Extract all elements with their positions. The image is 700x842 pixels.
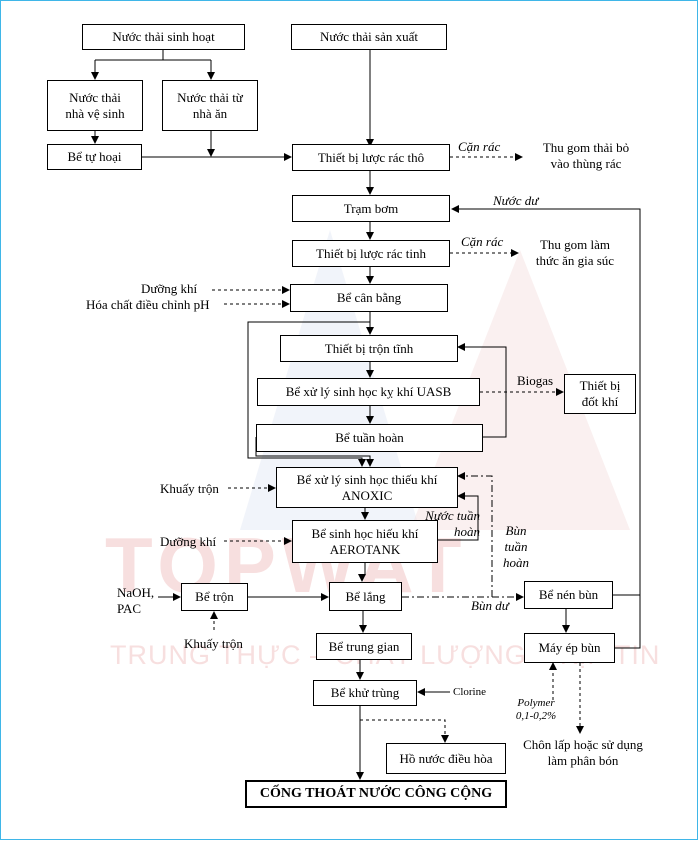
- box-be-uasb: Bể xử lý sinh học kỵ khí UASB: [257, 378, 480, 406]
- label-can-rac-1: Cặn rác: [458, 139, 501, 154]
- label-can-rac-2: Cặn rác: [461, 234, 504, 249]
- box-be-aerotank: Bể sinh học hiếu khí AEROTANK: [292, 520, 438, 563]
- box-may-ep-bun: Máy ép bùn: [524, 633, 615, 663]
- label-khuay-tron-1: Khuấy trộn: [160, 481, 219, 496]
- box-tram-bom: Trạm bơm: [292, 195, 450, 222]
- box-nuoc-thai-nha-ve-sinh: Nước thải nhà vệ sinh: [47, 80, 143, 131]
- box-cong-thoat-nuoc: CỐNG THOÁT NƯỚC CÔNG CỘNG: [245, 780, 507, 808]
- label-chon-lap-phan-bon: Chôn lấp hoặc sử dụng làm phân bón: [523, 737, 643, 768]
- box-thiet-bi-tron-tinh: Thiết bị trộn tĩnh: [280, 335, 458, 362]
- box-be-nen-bun: Bể nén bùn: [524, 581, 613, 609]
- box-thiet-bi-luoc-rac-tinh: Thiết bị lược rác tinh: [292, 240, 450, 267]
- box-be-anoxic: Bể xử lý sinh học thiếu khí ANOXIC: [276, 467, 458, 508]
- label-naoh-pac: NaOH, PAC: [117, 585, 155, 616]
- box-be-khu-trung: Bể khử trùng: [313, 680, 417, 706]
- label-biogas: Biogas: [517, 373, 554, 388]
- box-nuoc-thai-sinh-hoat: Nước thải sinh hoạt: [82, 24, 245, 50]
- dashed-connector: [360, 719, 449, 743]
- box-nuoc-thai-nha-an: Nước thải từ nhà ăn: [162, 80, 258, 131]
- connector: [358, 563, 366, 582]
- box-ho-nuoc-dieu-hoa: Hồ nước điều hòa: [386, 743, 506, 774]
- label-polymer: Polymer 0,1-0,2%: [515, 697, 557, 722]
- box-be-lang: Bể lắng: [329, 582, 402, 611]
- label-hoa-chat-ph: Hóa chất điều chỉnh pH: [86, 297, 210, 312]
- box-nuoc-thai-san-xuat: Nước thải sản xuất: [291, 24, 447, 50]
- label-duong-khi-1: Dưỡng khí: [141, 281, 198, 296]
- label-thu-gom-thai-bo: Thu gom thải bỏ vào thùng rác: [542, 140, 630, 171]
- box-be-tu-hoai: Bể tự hoại: [47, 144, 142, 170]
- box-thiet-bi-luoc-rac-tho: Thiết bị lược rác thô: [292, 144, 450, 171]
- box-be-tuan-hoan: Bể tuần hoàn: [256, 424, 483, 452]
- box-thiet-bi-dot-khi: Thiết bị đốt khí: [564, 374, 636, 414]
- label-nuoc-tuan-hoan: Nước tuần hoàn: [425, 508, 480, 539]
- label-bun-tuan-hoan: Bùn tuần hoàn: [503, 523, 529, 570]
- box-be-can-bang: Bể cân bằng: [290, 284, 448, 312]
- connector: [247, 321, 370, 467]
- label-bun-du: Bùn dư: [471, 598, 509, 613]
- label-nuoc-du: Nước dư: [493, 193, 539, 208]
- box-be-tron: Bể trộn: [181, 583, 248, 611]
- label-thu-gom-thuc-an-gia-suc: Thu gom làm thức ăn gia súc: [535, 237, 615, 268]
- label-khuay-tron-2: Khuấy trộn: [184, 636, 243, 651]
- connector: [438, 492, 479, 541]
- label-clorine: Clorine: [453, 686, 486, 698]
- box-be-trung-gian: Bể trung gian: [316, 633, 412, 660]
- label-duong-khi-2: Dưỡng khí: [160, 534, 217, 549]
- connector: [451, 205, 641, 649]
- dashdot-connector: [457, 472, 493, 597]
